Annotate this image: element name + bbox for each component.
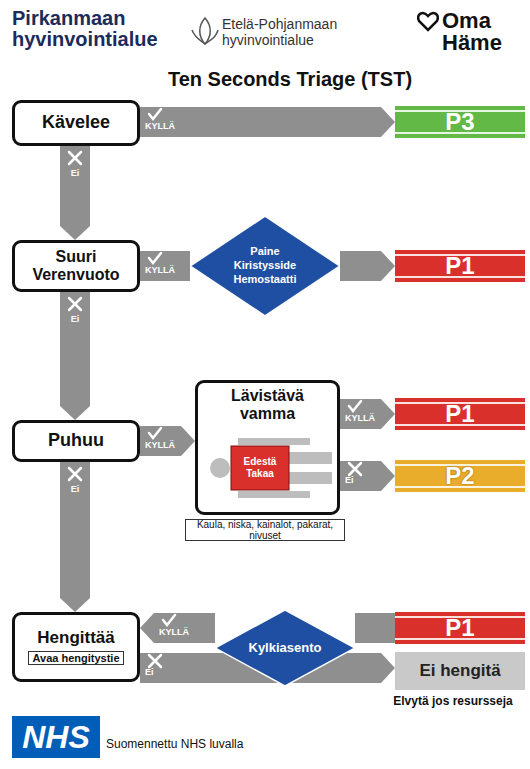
node-text: P1 [445, 614, 474, 642]
node-text: P1 [445, 252, 474, 280]
head [210, 458, 230, 478]
flow-arrow [140, 107, 395, 137]
node-text: Paine Kiristysside Hemostaatti [220, 245, 310, 286]
node-text: Lävistävä vamma [218, 387, 318, 422]
flow-arrow [355, 613, 395, 643]
process-box: Puhuu [12, 420, 140, 462]
edge-label: Ei [145, 667, 154, 677]
check-icon [149, 109, 161, 119]
edge-label: Ei [60, 168, 90, 178]
node-text: P2 [445, 462, 474, 490]
nhs-logo: NHS [12, 716, 100, 758]
leaf-logo [192, 18, 218, 44]
flow-arrow [340, 461, 395, 491]
cross-icon [69, 468, 81, 480]
cross-icon [69, 298, 81, 310]
leg [288, 472, 332, 484]
org-logo: Oma Häme [442, 10, 522, 54]
node-subtext: Avaa hengitystie [28, 651, 123, 665]
decision-diamond: Paine Kiristysside Hemostaatti [190, 216, 340, 316]
node-text: Kaula, niska, kainalot, pakarat, nivuset [190, 519, 340, 541]
cross-icon [349, 463, 361, 475]
check-icon [149, 253, 161, 263]
node-text: Suuri Verenvuoto [21, 248, 131, 283]
edge-label: Ei [60, 314, 90, 324]
org-logo: Etelä-Pohjanmaan hyvinvointialue [222, 16, 372, 48]
edge-label: KYLLÄ [145, 440, 175, 450]
node-text: P3 [445, 108, 474, 136]
diamond-outline [215, 610, 355, 686]
status-box: Ei hengitä [395, 652, 525, 690]
flow-arrow [340, 251, 395, 281]
node-text: Kävelee [42, 113, 110, 133]
injury-box: Lävistävä vammaEdestä Takaa [195, 380, 340, 515]
cross-icon [69, 152, 81, 164]
diagram-title: Ten Seconds Triage (TST) [140, 68, 440, 91]
edge-label: KYLLÄ [145, 265, 175, 275]
credit-note: Suomennettu NHS luvalla [106, 737, 286, 751]
check-icon [149, 428, 161, 438]
decision-diamond: Kylkiasento [215, 610, 355, 686]
edge-label: KYLLÄ [159, 627, 189, 637]
flow-arrow [140, 613, 215, 643]
process-box: Kävelee [12, 100, 140, 146]
arm [238, 491, 310, 498]
arm [238, 438, 310, 445]
process-box: HengittääAvaa hengitystie [12, 612, 140, 682]
check-icon [163, 615, 175, 625]
cross-icon [149, 655, 161, 667]
edge-label: KYLLÄ [145, 121, 175, 131]
org-logo: Pirkanmaan hyvinvointialue [12, 8, 182, 50]
node-subtext: Edestä Takaa [231, 446, 289, 490]
check-icon [349, 401, 361, 411]
priority-band: P2 [395, 460, 525, 492]
flow-arrow [340, 399, 395, 429]
node-text: Kylkiasento [249, 640, 322, 656]
priority-band: P1 [395, 612, 525, 644]
node-text: Ei hengitä [419, 661, 500, 681]
edge-label: Ei [60, 484, 90, 494]
flow-arrow [60, 292, 90, 420]
torso [231, 446, 289, 490]
note: Elvytä jos resursseja [378, 694, 528, 708]
flow-arrow [140, 426, 195, 456]
heart-logo [418, 13, 437, 30]
priority-band: P3 [395, 106, 525, 138]
flow-arrow [140, 251, 190, 281]
leg [288, 452, 332, 464]
edge-label: KYLLÄ [345, 413, 375, 423]
node-text: Puhuu [48, 431, 104, 451]
diamond-outline [190, 216, 340, 316]
flow-arrow [60, 462, 90, 612]
priority-band: P1 [395, 398, 525, 430]
note-box: Kaula, niska, kainalot, pakarat, nivuset [185, 519, 345, 541]
node-text: Hengittää [37, 629, 114, 648]
flow-arrow [60, 146, 90, 240]
edge-label: Ei [345, 475, 354, 485]
node-text: P1 [445, 400, 474, 428]
process-box: Suuri Verenvuoto [12, 240, 140, 292]
priority-band: P1 [395, 250, 525, 282]
